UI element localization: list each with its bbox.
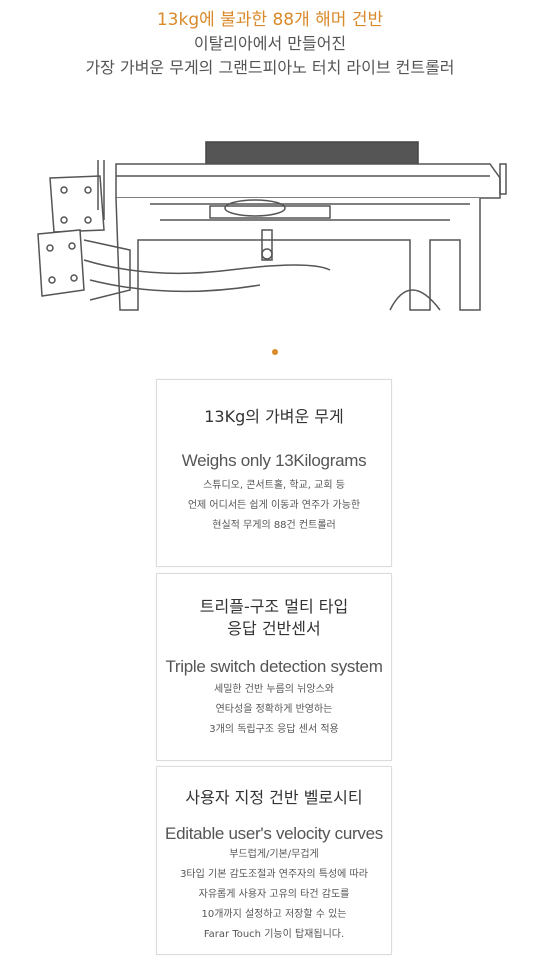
subline-origin: 이탈리아에서 만들어진	[193, 34, 347, 53]
headline: 13kg에 불과한 88개 해머 건반	[156, 10, 384, 30]
card-body-line: 스튜디오, 콘서트홀, 학교, 교회 등	[203, 480, 345, 491]
card-subtitle: Triple switch detection system	[165, 657, 383, 676]
card-body-line: 언제 어디서든 쉽게 이동과 연주가 가능한	[187, 500, 361, 511]
black-key-shape	[205, 141, 419, 165]
card-body-line: 자유롭게 사용자 고유의 타건 감도를	[198, 889, 350, 900]
feature-card-sensor: 트리플-구조 멀티 타입 응답 건반센서 Triple switch detec…	[156, 573, 392, 761]
card-title: 사용자 지정 건반 벨로시티	[185, 788, 363, 807]
card-body-line: 현실적 무게의 88건 컨트롤러	[212, 520, 336, 531]
card-subtitle: Weighs only 13Kilograms	[181, 451, 367, 470]
white-key-body	[115, 163, 501, 199]
subline-description: 가장 가벼운 무게의 그랜드피아노 터치 라이브 컨트롤러	[85, 58, 455, 77]
card-body-line: Farar Touch 기능이 탑재됩니다.	[203, 929, 345, 940]
feature-card-velocity: 사용자 지정 건반 벨로시티 Editable user's velocity …	[156, 766, 392, 955]
keybed-mechanism-illustration	[37, 141, 507, 311]
card-title: 응답 건반센서	[227, 619, 321, 638]
card-body-line: 10개까지 설정하고 저장할 수 있는	[201, 909, 347, 920]
feature-card-weight: 13Kg의 가벼운 무게 Weighs only 13Kilograms 스튜디…	[156, 379, 392, 567]
card-body-line: 세밀한 건반 누름의 뉘앙스와	[214, 684, 334, 695]
card-title: 13Kg의 가벼운 무게	[204, 407, 344, 426]
hammer-assembly	[49, 175, 105, 233]
card-body-line: 3개의 독립구조 응답 센서 적용	[209, 724, 339, 735]
header: 13kg에 불과한 88개 해머 건반 이탈리아에서 만들어진 가장 가벼운 무…	[0, 8, 540, 80]
card-subtitle: Editable user's velocity curves	[165, 824, 383, 843]
frame-base	[115, 197, 481, 311]
carousel-indicator-dot[interactable]	[272, 349, 278, 355]
card-body-line: 3타입 기본 감도조절과 연주자의 특성에 따라	[180, 869, 368, 880]
card-body-line: 연타성을 정확하게 반영하는	[215, 704, 333, 715]
card-body-line: 부드럽게/기본/무겁게	[229, 849, 319, 860]
card-title: 트리플-구조 멀티 타입	[199, 597, 349, 616]
